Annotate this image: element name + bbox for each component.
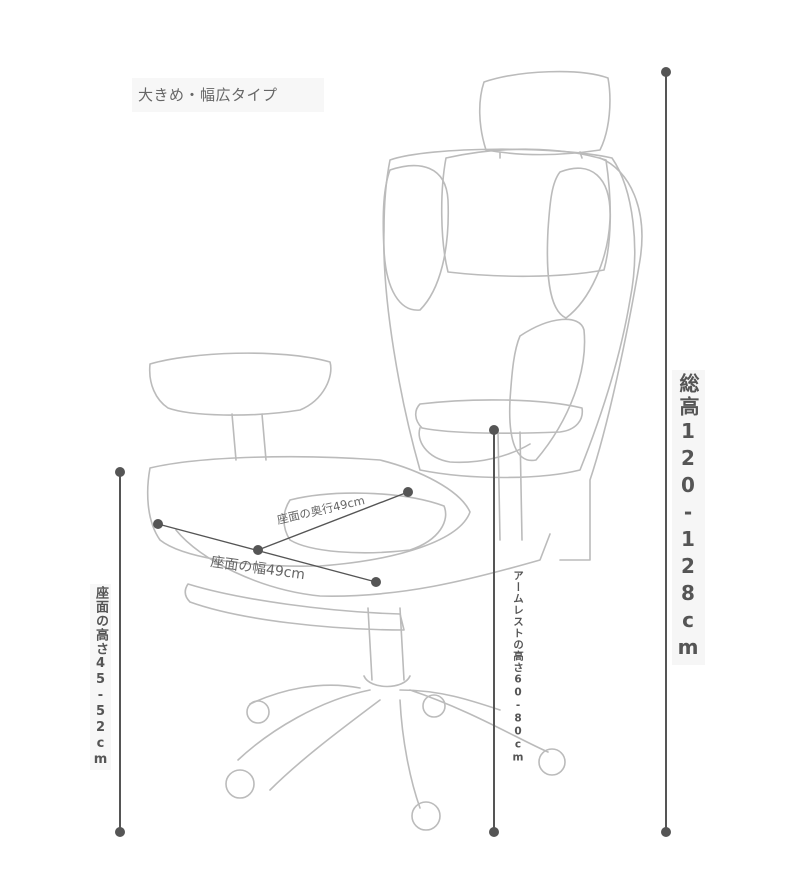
armrest-height-top-dot — [489, 425, 499, 435]
seat-width-right-dot — [371, 577, 381, 587]
armrest-left-post — [231, 413, 267, 461]
seat-height-top-dot — [115, 467, 125, 477]
lumbar-cushion — [508, 318, 586, 462]
seat-height-bottom-dot — [115, 827, 125, 837]
bolster-right — [546, 167, 611, 319]
base-star — [237, 684, 549, 809]
seat-depth-back-dot — [403, 487, 413, 497]
chair-outline — [146, 70, 643, 831]
bolster-left — [382, 164, 450, 311]
seat-height-label: 座面の高さ45-52cm — [90, 584, 111, 770]
seat-cushion — [146, 455, 471, 568]
armrest-right-pad — [418, 427, 531, 464]
back-frame — [559, 157, 643, 561]
backrest — [383, 148, 636, 479]
armrest-right — [414, 399, 584, 434]
footrest — [184, 583, 405, 631]
caster-5 — [246, 700, 270, 724]
seat-base — [175, 529, 551, 597]
caster-2 — [411, 801, 441, 831]
type-label: 大きめ・幅広タイプ — [132, 78, 324, 112]
caster-4 — [422, 694, 446, 718]
armrest-right-post — [497, 431, 523, 541]
seat-width-label: 座面の幅49cm — [209, 554, 305, 583]
dimension-endpoints — [115, 67, 671, 837]
seat-width-line — [157, 523, 377, 583]
total-height-top-dot — [661, 67, 671, 77]
armrest-height-label: アームレストの高さ60-80cm — [512, 570, 524, 765]
armrest-left — [148, 352, 332, 416]
caster-1 — [225, 769, 255, 799]
caster-3 — [538, 748, 566, 776]
headrest — [478, 70, 611, 156]
total-height-bottom-dot — [661, 827, 671, 837]
gas-lift — [363, 607, 411, 688]
seat-width-left-dot — [153, 519, 163, 529]
armrest-height-bottom-dot — [489, 827, 499, 837]
dimension-lines — [119, 72, 667, 832]
seat-depth-front-dot — [253, 545, 263, 555]
seat-top-pad — [283, 492, 447, 554]
seat-depth-line — [257, 491, 409, 551]
head-pillow — [440, 148, 612, 278]
total-height-label: 総高120-128cm — [672, 370, 705, 665]
seat-depth-label: 座面の奥行49cm — [276, 493, 367, 527]
